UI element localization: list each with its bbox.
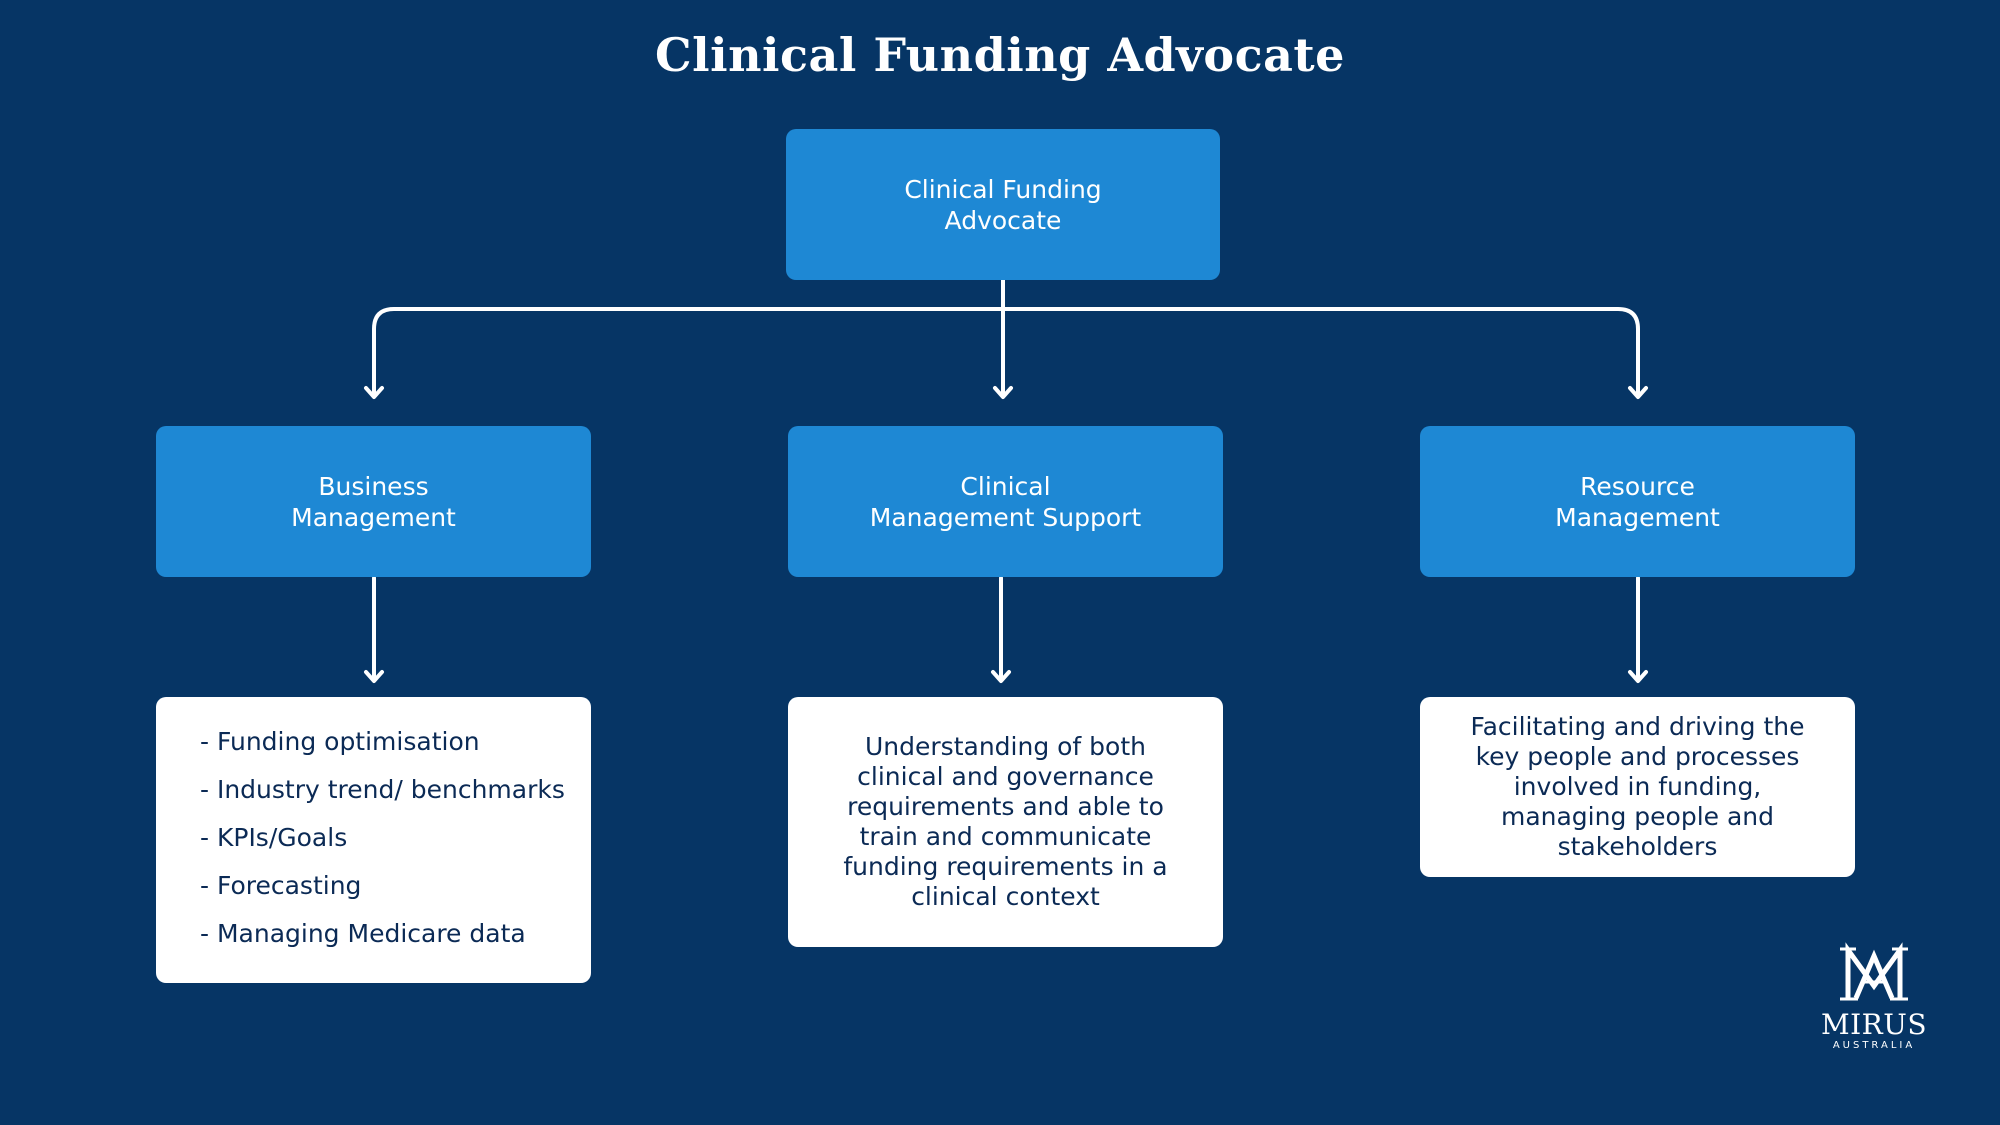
card-description: Facilitating and driving the key people … — [1470, 712, 1805, 861]
list-item: - Forecasting — [200, 871, 362, 900]
arrowhead-right — [1628, 386, 1648, 399]
page-title: Clinical Funding Advocate — [655, 28, 1345, 82]
arrowhead-right-2 — [1628, 670, 1648, 683]
logo-subtitle: AUSTRALIA — [1832, 1040, 1916, 1051]
resource-management-card: Facilitating and driving the key people … — [1420, 697, 1855, 877]
business-management-list: - Funding optimisation - Industry trend/… — [156, 697, 591, 967]
mirus-monogram-icon — [1840, 942, 1908, 1001]
branch-node-resource-management: Resource Management — [1420, 426, 1855, 577]
logo-name: MIRUS — [1820, 1008, 1928, 1041]
mirus-logo: MIRUS AUSTRALIA — [1812, 942, 1936, 1052]
arrowhead-center — [993, 386, 1013, 399]
list-item: - KPIs/Goals — [200, 823, 348, 852]
root-node: Clinical Funding Advocate — [786, 129, 1220, 280]
arrowhead-left — [364, 386, 384, 399]
branch-node-label: Business Management — [291, 471, 456, 532]
list-item: - Industry trend/ benchmarks — [200, 775, 565, 804]
card-description: Understanding of both clinical and gover… — [843, 732, 1168, 911]
branch-node-label: Resource Management — [1555, 471, 1720, 532]
business-management-card: - Funding optimisation - Industry trend/… — [156, 697, 591, 983]
branch-node-business-management: Business Management — [156, 426, 591, 577]
arrowhead-center-2 — [991, 670, 1011, 683]
root-node-label: Clinical Funding Advocate — [904, 174, 1102, 235]
clinical-management-support-card: Understanding of both clinical and gover… — [788, 697, 1223, 947]
list-item: - Managing Medicare data — [200, 919, 526, 948]
branch-bar-line — [372, 307, 1640, 398]
arrowhead-left-2 — [364, 670, 384, 683]
list-item: - Funding optimisation — [200, 727, 480, 756]
branch-node-clinical-management-support: Clinical Management Support — [788, 426, 1223, 577]
branch-node-label: Clinical Management Support — [869, 471, 1142, 532]
